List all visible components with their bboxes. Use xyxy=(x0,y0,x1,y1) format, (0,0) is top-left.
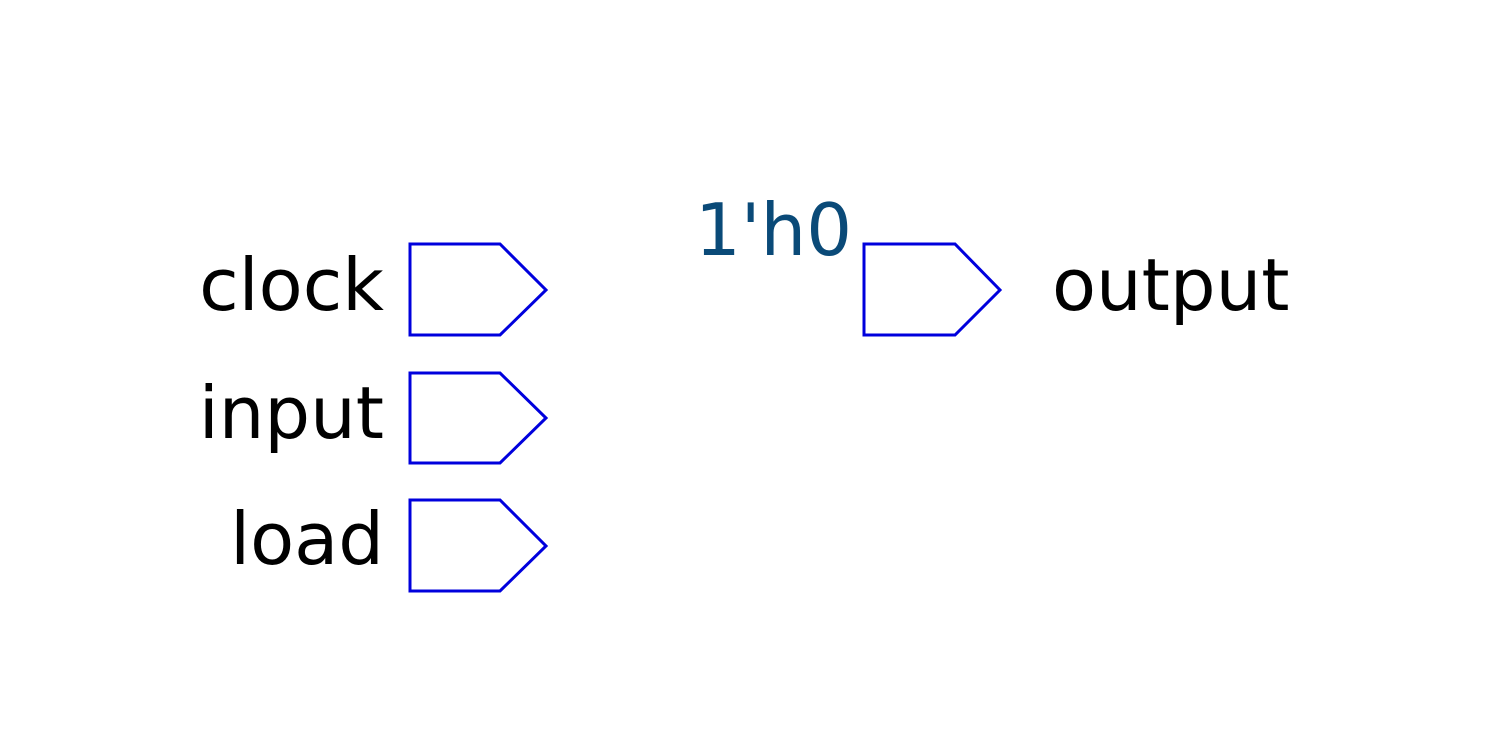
input-port-icon xyxy=(408,242,549,337)
output-port-icon xyxy=(862,242,1003,337)
output-port-label: output xyxy=(1052,243,1289,327)
input-port-input: input xyxy=(199,371,549,465)
input-port-label: load xyxy=(230,497,384,581)
constant-value-label: 1'h0 xyxy=(695,188,852,272)
input-port-label: input xyxy=(199,371,384,455)
input-port-load: load xyxy=(230,497,549,593)
input-port-clock: clock xyxy=(199,242,549,337)
input-port-label: clock xyxy=(199,243,384,327)
input-port-icon xyxy=(408,371,549,465)
output-port-output: output xyxy=(862,242,1289,337)
input-port-icon xyxy=(408,498,549,593)
